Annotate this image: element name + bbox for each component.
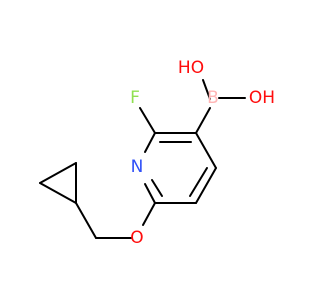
bond-c4-c5	[195, 167, 217, 204]
bond-b-o-left	[202, 79, 211, 100]
bond-cyclopropyl-left	[39, 182, 77, 204]
fluorine-label: F	[130, 88, 140, 108]
bond-c3-c4	[195, 132, 217, 169]
bond-c2-f	[139, 107, 156, 134]
bond-c4-c5-inner	[189, 167, 208, 197]
bond-c6-n1	[144, 183, 156, 204]
bond-c2-n1	[144, 132, 156, 153]
molecule-diagram: HO B OH F N O	[39, 58, 275, 248]
bond-ch2-cyclopropyl	[75, 202, 97, 239]
nitrogen-label: N	[131, 157, 144, 177]
structure-canvas: HO B OH F N O	[39, 58, 276, 248]
bond-c6-n1-inner	[151, 179, 163, 197]
bond-cyclopropyl-top	[39, 162, 77, 184]
boron-label: B	[207, 88, 219, 108]
oh-label: OH	[249, 88, 275, 108]
bond-c3-b	[195, 107, 211, 134]
bond-c6-o	[142, 202, 156, 226]
ho-label: HO	[178, 58, 204, 78]
atom-label-group: HO B OH F N O	[130, 58, 275, 248]
bond-group	[39, 79, 246, 239]
ether-oxygen-label: O	[130, 228, 143, 248]
